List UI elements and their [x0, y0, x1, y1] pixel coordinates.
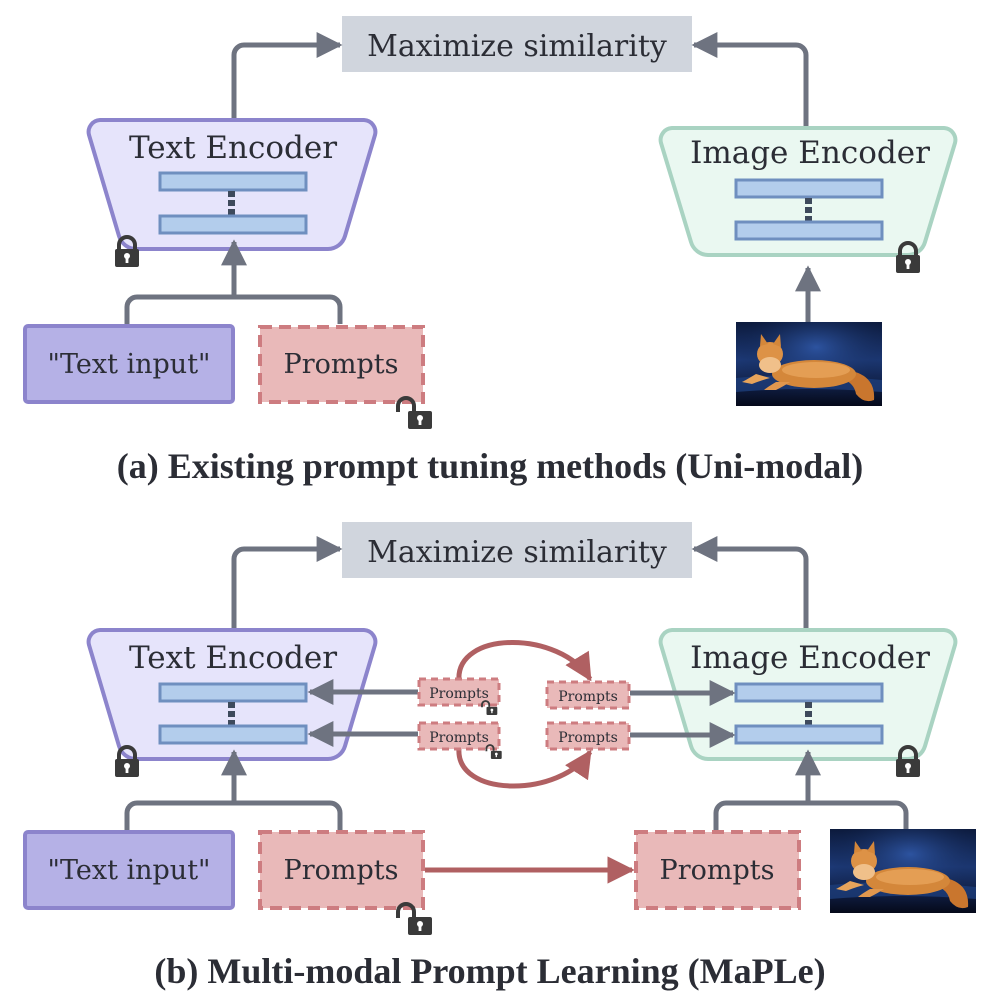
text-input-box-b: "Text input" — [23, 830, 235, 910]
panel-b: Maximize similarity Text Encoder Image E… — [23, 522, 976, 991]
objective-box-a: Maximize similarity — [342, 16, 692, 72]
svg-text:Prompts: Prompts — [558, 689, 618, 705]
text-encoder-a: Text Encoder — [86, 118, 378, 251]
panel-a: Maximize similarity Text Encoder Image E… — [23, 16, 958, 486]
image-to-objective-arrow-b — [691, 536, 809, 628]
text-prompts-label-b: Prompts — [284, 855, 399, 886]
objective-label-a: Maximize similarity — [367, 29, 667, 64]
objective-box-b: Maximize similarity — [342, 522, 692, 578]
vision-prompts-box-b: Prompts — [634, 830, 801, 910]
text-input-label-a: "Text input" — [48, 349, 211, 380]
svg-text:Prompts: Prompts — [558, 730, 618, 746]
prompts-label-a: Prompts — [284, 349, 399, 380]
image-encoder-layer — [734, 724, 884, 745]
text-encoder-layer — [158, 724, 308, 745]
text-to-objective-arrow-a — [231, 32, 343, 118]
text-prompts-box-b: Prompts — [258, 830, 425, 910]
image-encoder-layer — [734, 178, 884, 199]
text-encoder-label-b: Text Encoder — [129, 640, 337, 676]
coupling-arrow-2 — [456, 747, 593, 789]
image-encoder-layer — [734, 220, 884, 241]
text-encoder-layer — [158, 171, 308, 192]
image-encoder-a: Image Encoder — [658, 126, 958, 257]
image-encoder-label-b: Image Encoder — [690, 640, 930, 676]
image-input-join-line-b — [713, 800, 909, 830]
caption-b: (b) Multi-modal Prompt Learning (MaPLe) — [154, 951, 825, 991]
image-to-objective-arrow-a — [691, 32, 809, 126]
vision-prompts-label-b: Prompts — [660, 855, 775, 886]
prompts-box-a: Prompts — [258, 325, 425, 404]
cat-image — [736, 322, 882, 406]
cat-image — [830, 829, 976, 913]
text-encoder-b: Text Encoder — [86, 628, 378, 761]
text-input-join-line-a — [124, 294, 343, 324]
caption-a: (a) Existing prompt tuning methods (Uni-… — [117, 446, 863, 486]
text-encoder-layer — [158, 682, 308, 703]
text-input-label-b: "Text input" — [48, 855, 211, 886]
svg-text:Prompts: Prompts — [429, 730, 489, 746]
objective-label-b: Maximize similarity — [367, 535, 667, 570]
text-input-join-line-b — [124, 800, 343, 830]
text-input-box-a: "Text input" — [23, 324, 235, 404]
text-encoder-label-a: Text Encoder — [129, 130, 337, 166]
coupling-arrow-1 — [456, 640, 593, 682]
text-to-objective-arrow-b — [231, 536, 343, 628]
image-encoder-label-a: Image Encoder — [690, 135, 930, 171]
deep-text-prompt-2: Prompts — [417, 721, 501, 751]
svg-text:Prompts: Prompts — [429, 686, 489, 702]
text-encoder-layer — [158, 214, 308, 235]
deep-vision-prompt-2: Prompts — [545, 721, 631, 751]
deep-vision-prompt-1: Prompts — [545, 680, 631, 710]
image-encoder-layer — [734, 682, 884, 703]
